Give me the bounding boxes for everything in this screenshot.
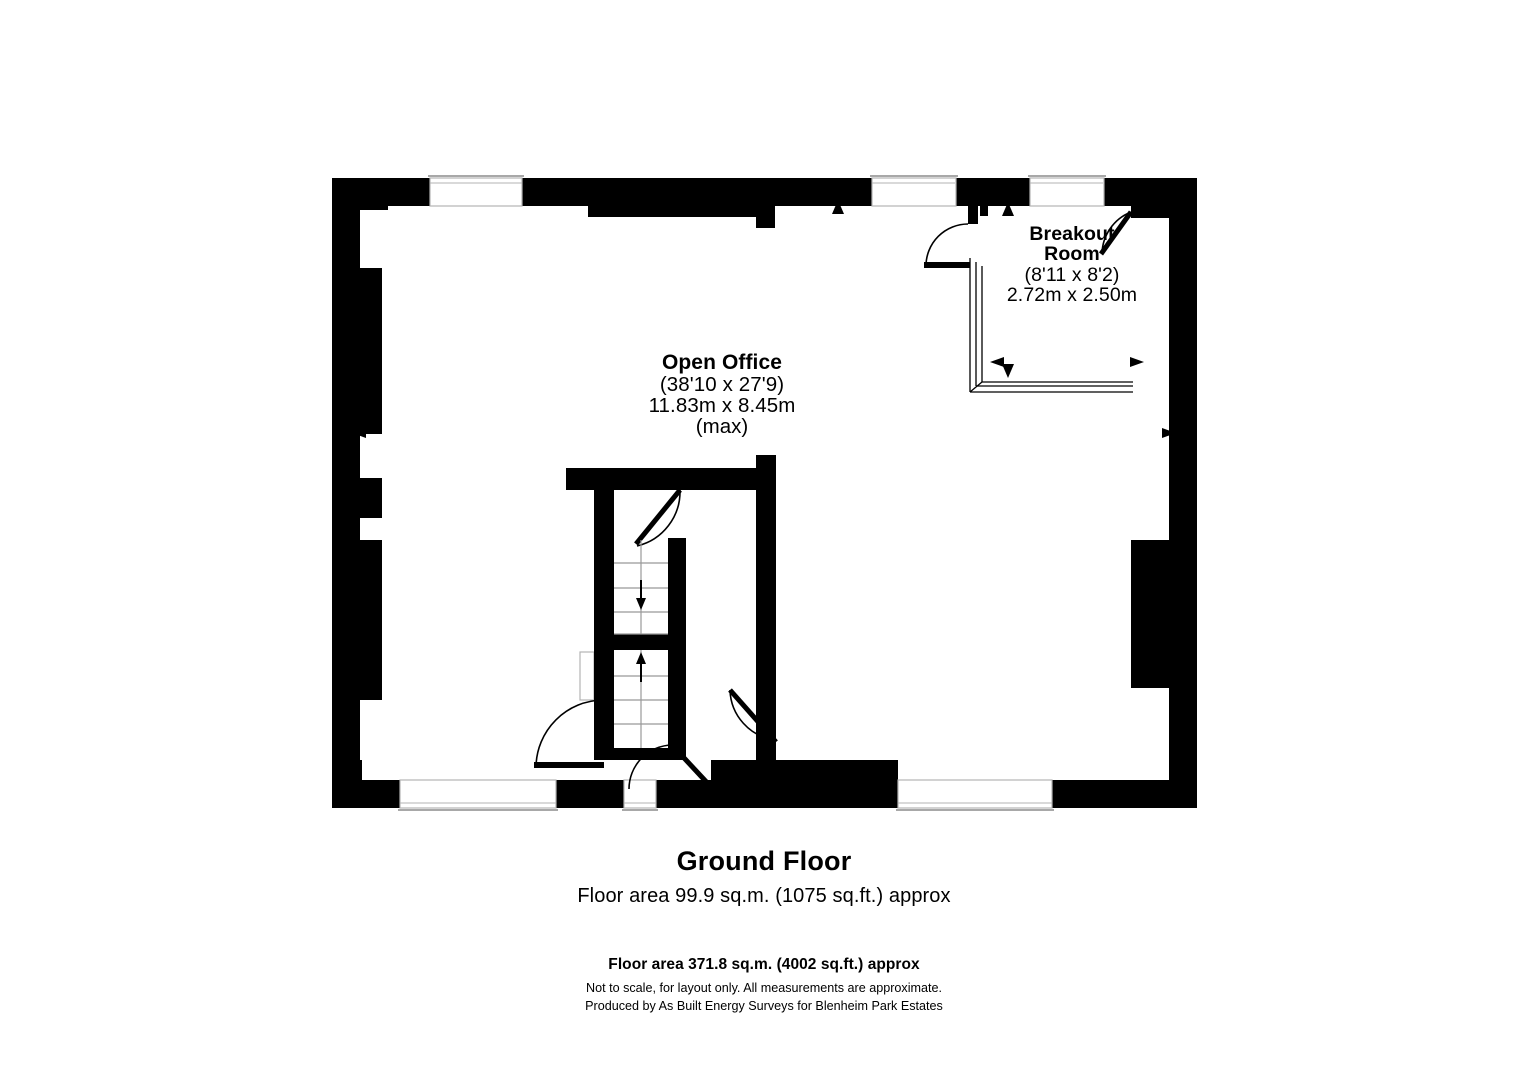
- stairwell: [566, 455, 776, 760]
- dim-arrow-breakout-bottom: [1002, 364, 1014, 378]
- breakout-room-dim-imperial: (8'11 x 8'2): [1024, 263, 1120, 286]
- dimension-markers: [352, 200, 1176, 788]
- room-label-open-office: Open Office (38'10 x 27'9) 11.83m x 8.45…: [562, 352, 882, 438]
- window-bottom-left: [398, 779, 558, 811]
- breakout-room-dim-metric: 2.72m x 2.50m: [1006, 283, 1138, 306]
- footer-block: Floor area 371.8 sq.m. (4002 sq.ft.) app…: [0, 955, 1528, 1016]
- open-office-dim-imperial: (38'10 x 27'9): [659, 372, 785, 396]
- window-top-left: [428, 175, 524, 207]
- floor-area-text: Floor area 99.9 sq.m. (1075 sq.ft.) appr…: [577, 885, 951, 908]
- dim-arrow-office-left: [352, 428, 366, 438]
- floor-title: Ground Floor: [676, 846, 852, 876]
- exterior-walls: [332, 178, 1197, 808]
- stair-arrow-up: [636, 652, 646, 682]
- dim-arrow-office-right: [1162, 428, 1176, 438]
- room-label-breakout-room: Breakout Room (8'11 x 8'2) 2.72m x 2.50m: [962, 224, 1182, 305]
- dim-arrow-office-bottom: [832, 774, 844, 788]
- breakout-room-name-line2: Room: [1044, 243, 1100, 266]
- open-office-note: (max): [695, 415, 749, 439]
- footer-disclaimer: Not to scale, for layout only. All measu…: [585, 981, 943, 996]
- dim-arrow-breakout-left: [990, 357, 1004, 367]
- footer-producer: Produced by As Built Energy Surveys for …: [585, 999, 943, 1013]
- door-breakout-left: [924, 223, 970, 268]
- door-breakout-right: [1098, 210, 1134, 256]
- footer-total-area: Floor area 371.8 sq.m. (4002 sq.ft.) app…: [608, 956, 920, 973]
- stair-arrow-down: [636, 580, 646, 610]
- door-lobby-left: [534, 699, 604, 768]
- windows: [398, 175, 1106, 811]
- door-stair-top: [634, 488, 682, 547]
- window-left-stair: [579, 651, 595, 701]
- window-top-mid: [870, 175, 958, 207]
- window-bottom-center: [622, 779, 658, 811]
- window-top-right: [1028, 175, 1106, 207]
- open-office-name: Open Office: [661, 351, 783, 374]
- breakout-partition-jambs: [968, 206, 988, 224]
- window-bottom-right: [896, 779, 1054, 811]
- dim-arrow-office-top: [832, 200, 844, 214]
- stair-flight-upper: [614, 540, 668, 635]
- dim-arrow-breakout-top: [1002, 202, 1014, 216]
- open-office-dim-metric: 11.83m x 8.45m: [648, 394, 796, 418]
- breakout-room-partition: [969, 258, 1133, 393]
- breakout-room-name-line1: Breakout: [1029, 223, 1115, 245]
- dim-arrow-breakout-right: [1130, 357, 1144, 367]
- floor-title-block: Ground Floor Floor area 99.9 sq.m. (1075…: [0, 845, 1528, 908]
